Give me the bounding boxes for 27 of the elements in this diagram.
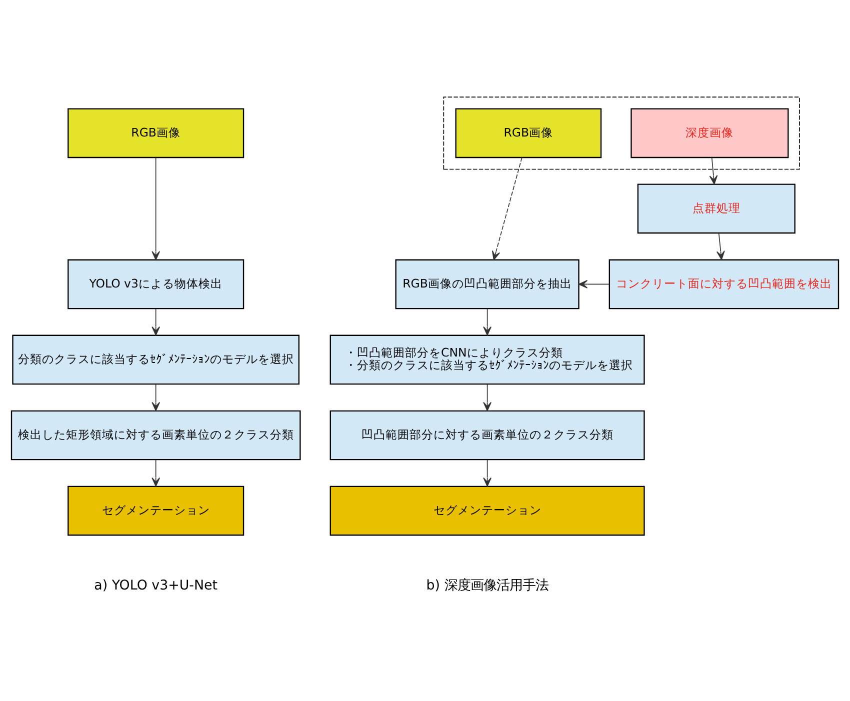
node-box: RGB画像の凹凸範囲部分を抽出 (395, 259, 580, 310)
arrow (152, 459, 160, 487)
label: b) 深度画像活用手法 (426, 578, 548, 594)
node-box: コンクリート面に対する凹凸範囲を検出 (608, 259, 840, 310)
node-box: 点群処理 (637, 184, 796, 234)
label: a) YOLO v3+U-Net (94, 578, 218, 594)
arrow (483, 308, 492, 336)
node-box: ・凹凸範囲部分をCNNによりクラス分類 ・分類のクラスに該当するｾｸﾞﾒﾝﾃｰｼｮﾝのモデルを選択 (330, 334, 645, 385)
arrow (492, 157, 522, 260)
cluster (443, 96, 800, 170)
arrow (709, 157, 718, 185)
arrow (716, 232, 725, 260)
node-box: 分類のクラスに該当するｾｸﾞﾒﾝﾃｰｼｮﾝのモデルを選択 (12, 334, 300, 385)
node-box: セグメンテーション (330, 486, 645, 536)
arrow (152, 384, 160, 412)
node-box: 深度画像 (630, 108, 789, 158)
arrow (152, 308, 160, 336)
node-box: YOLO v3による物体検出 (68, 259, 244, 310)
arrow (483, 384, 492, 412)
arrow (578, 280, 610, 288)
arrow (483, 459, 492, 487)
node-box: RGB画像 (455, 108, 602, 158)
node-box: 検出した矩形領域に対する画素単位の２クラス分類 (10, 410, 301, 460)
node-box: RGB画像 (68, 108, 244, 158)
arrow (152, 157, 160, 260)
node-box: 凹凸範囲部分に対する画素単位の２クラス分類 (330, 410, 645, 460)
node-box: セグメンテーション (68, 486, 244, 536)
